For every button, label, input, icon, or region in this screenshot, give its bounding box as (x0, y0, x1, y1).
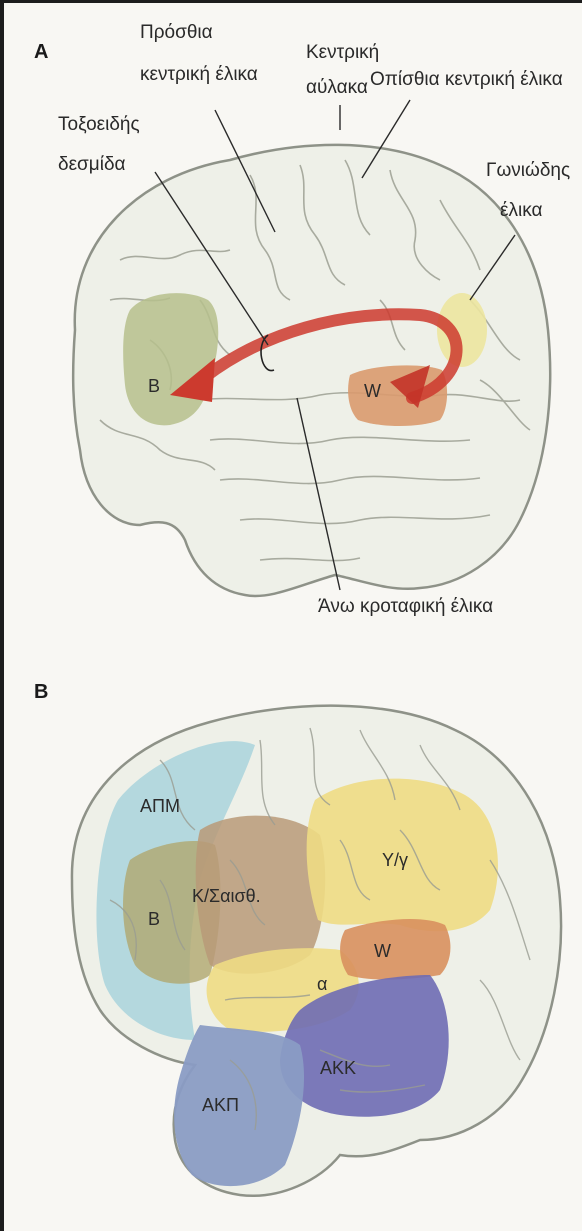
region-label-yy: Υ/γ (382, 850, 408, 870)
panel-a-letter: A (34, 41, 48, 63)
panel-a: A (34, 22, 570, 617)
arcuate-fasciculus-label-1: Τοξοειδής (58, 114, 140, 135)
region-label-akk: ΑΚΚ (320, 1058, 356, 1078)
angular-gyrus-label-2: έλικα (500, 200, 542, 221)
central-sulcus-label-2: αύλακα (306, 77, 368, 98)
posterior-central-gyrus-label: Οπίσθια κεντρική έλικα (370, 69, 563, 90)
anterior-central-gyrus-label-1: Πρόσθια (140, 22, 213, 43)
region-w (340, 919, 450, 980)
panel-b-letter: B (34, 681, 48, 703)
region-label-akp: ΑΚΠ (202, 1095, 239, 1115)
wernicke-label-a: W (364, 381, 381, 401)
anterior-central-gyrus-label-2: κεντρική έλικα (140, 64, 258, 85)
region-label-a: α (317, 974, 327, 994)
region-label-apm: ΑΠΜ (140, 796, 180, 816)
region-label-k-sensory: Κ/Σαισθ. (192, 886, 261, 906)
superior-temporal-gyrus-label: Άνω κροταφική έλικα (318, 596, 493, 617)
region-akp (174, 1025, 304, 1186)
arcuate-fasciculus-label-2: δεσμίδα (58, 154, 126, 175)
panel-b: B ΑΠΜ (34, 681, 561, 1196)
angular-gyrus-label-1: Γωνιώδης (486, 160, 570, 181)
broca-label-a: B (148, 376, 160, 396)
region-label-w: W (374, 941, 391, 961)
central-sulcus-label-1: Κεντρική (306, 42, 379, 63)
region-label-b: Β (148, 909, 160, 929)
